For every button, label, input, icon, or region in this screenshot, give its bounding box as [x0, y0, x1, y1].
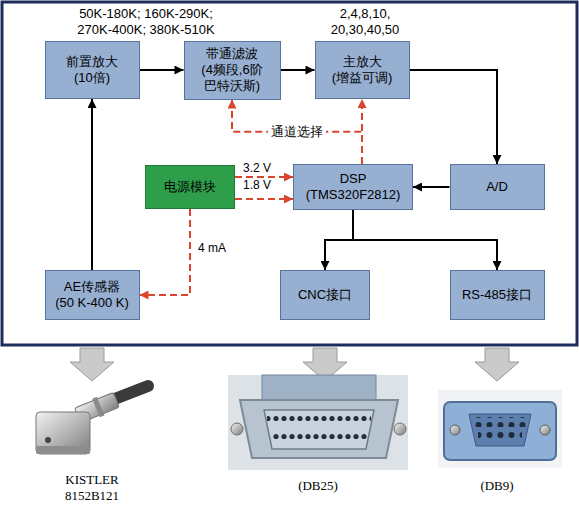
down-arrow — [70, 348, 114, 381]
screw — [450, 425, 460, 435]
interface-box: RS-485接口 — [450, 270, 545, 320]
sensor-cable — [112, 386, 148, 400]
process-box: 带通滤波 (4频段,6阶 巴特沃斯) — [184, 41, 281, 100]
box-text: DSP (TMS320F2812) — [301, 171, 405, 204]
box-text: AE传感器 (50 K-400 K) — [54, 279, 131, 312]
signal-line — [91, 99, 93, 270]
screw — [540, 425, 550, 435]
connector-face — [264, 410, 374, 449]
sensor-hole — [45, 437, 51, 443]
sensor-photo — [36, 386, 148, 454]
connector — [410, 70, 498, 164]
process-box: 前置放大 (10倍) — [45, 41, 140, 99]
part-caption: (DB9) — [457, 478, 537, 494]
connector-hood — [262, 375, 376, 401]
part-caption: (DB25) — [278, 478, 358, 494]
connector — [140, 209, 191, 295]
connector — [325, 210, 353, 270]
connector — [92, 99, 93, 270]
signal-line — [353, 210, 497, 270]
connector-shell — [240, 400, 398, 458]
connector-face — [469, 414, 531, 446]
signal-line — [413, 186, 450, 188]
connector — [353, 210, 497, 270]
sensor-body — [36, 412, 90, 454]
down-arrow — [475, 348, 519, 381]
screw — [394, 423, 406, 435]
process-box: A/D — [450, 164, 545, 210]
sensor-base — [36, 446, 90, 454]
connector — [281, 70, 315, 71]
signal-line — [325, 210, 353, 270]
sensor-box: AE传感器 (50 K-400 K) — [45, 270, 140, 320]
connector — [232, 100, 362, 165]
interface-box: CNC接口 — [280, 270, 370, 320]
pin-row — [472, 417, 527, 427]
part-caption: KISTLER 8152B121 — [56, 472, 128, 503]
edge-label: 3.2 V 1.8 V — [243, 160, 279, 194]
signal-line — [281, 69, 315, 71]
box-text: 主放大 (增益可调) — [326, 54, 398, 87]
control-line — [232, 100, 362, 165]
db25-photo — [228, 375, 408, 470]
system-frame — [2, 2, 577, 345]
db9-photo — [438, 390, 562, 468]
parameter-note: 2,4,8,10, 20,30,40,50 — [325, 6, 405, 37]
pin-row — [271, 431, 367, 440]
box-text: 带通滤波 (4频段,6阶 巴特沃斯) — [192, 46, 273, 95]
box-text: A/D — [486, 179, 508, 195]
processor-box: DSP (TMS320F2812) — [293, 164, 413, 210]
box-text: CNC接口 — [298, 287, 352, 303]
screw — [231, 423, 243, 435]
adapter-shell — [444, 402, 556, 460]
photo-ground — [228, 375, 408, 470]
connector — [413, 187, 450, 188]
edge-label: 通道选择 — [268, 123, 326, 140]
control-line — [140, 209, 191, 295]
edge-label: 4 mA — [198, 240, 226, 257]
control-line — [235, 198, 293, 200]
signal-line — [140, 69, 184, 71]
box-text: 电源模块 — [164, 179, 216, 195]
control-line — [235, 176, 293, 178]
photo-ground — [438, 390, 562, 468]
signal-line — [410, 70, 498, 164]
process-box: 主放大 (增益可调) — [315, 41, 410, 99]
pin-row — [267, 414, 371, 423]
pin-row — [478, 431, 522, 441]
connector — [140, 70, 184, 71]
parameter-note: 50K-180K; 160K-290K; 270K-400K; 380K-510… — [69, 6, 224, 37]
connector — [362, 99, 363, 164]
control-line — [361, 99, 363, 164]
box-text: RS-485接口 — [462, 287, 532, 303]
box-text: 前置放大 (10倍) — [60, 54, 125, 87]
power-module-box: 电源模块 — [145, 165, 235, 209]
